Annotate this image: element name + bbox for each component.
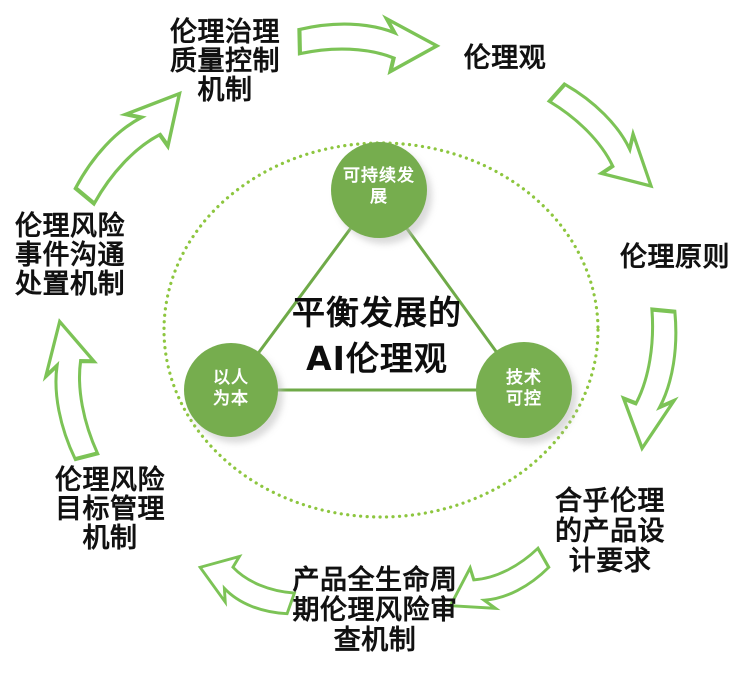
node-human-centered bbox=[184, 343, 278, 437]
node-label-human-centered: 以人 为本 bbox=[213, 368, 249, 409]
node-technology-controllable bbox=[476, 342, 572, 438]
arrow-principles-to-design bbox=[616, 306, 687, 452]
cycle-label-risk-target-mgmt: 伦理风险 目标管理 机制 bbox=[55, 465, 165, 554]
arrow-view-to-principles bbox=[536, 73, 670, 207]
node-label-sustainable-development: 可持续发 展 bbox=[343, 166, 415, 207]
cycle-label-ethics-view: 伦理观 bbox=[463, 43, 547, 74]
center-title: 平衡发展的 AI伦理观 bbox=[292, 293, 462, 378]
cycle-label-risk-event-handling: 伦理风险 事件沟通 处置机制 bbox=[15, 211, 125, 300]
cycle-label-governance-quality: 伦理治理 质量控制 机制 bbox=[170, 17, 280, 106]
cycle-label-ethical-design: 合乎伦理 的产品设 计要求 bbox=[555, 486, 665, 577]
cycle-label-lifecycle-review: 产品全生命周 期伦理风险审 查机制 bbox=[292, 565, 458, 656]
node-label-technology-controllable: 技术 可控 bbox=[506, 368, 542, 409]
cycle-label-ethics-principles: 伦理原则 bbox=[620, 242, 730, 273]
node-sustainable-development bbox=[331, 142, 427, 238]
dotted-boundary-circle bbox=[162, 141, 600, 519]
arrow-target-to-event bbox=[36, 317, 111, 462]
